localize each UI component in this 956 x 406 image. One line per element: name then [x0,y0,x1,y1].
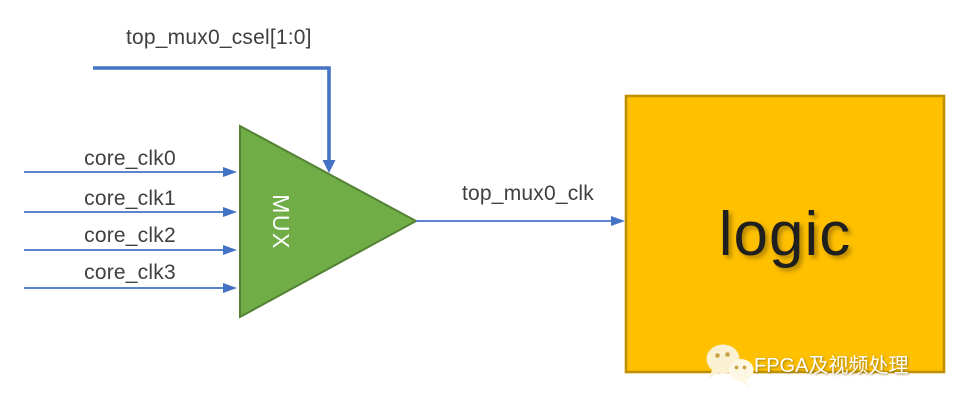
output-arrowhead-icon [611,216,625,226]
input-label-core_clk0: core_clk0 [84,147,176,170]
select-signal-wire [93,66,331,161]
mux-label: MUX [268,194,294,250]
arrowhead-icon [223,283,237,293]
output-signal-label: top_mux0_clk [462,182,594,205]
logic-block-label: logic [718,199,852,269]
arrowhead-icon [223,245,237,255]
arrowhead-icon [223,207,237,217]
input-wires [24,171,224,289]
logic-block[interactable] [624,94,946,374]
mux-triangle[interactable] [239,124,419,319]
select-arrowhead-icon [322,160,336,173]
watermark: FPGA及视频处理 [700,338,908,388]
input-label-core_clk1: core_clk1 [84,187,176,210]
watermark-text: FPGA及视频处理 [754,355,909,377]
input-label-core_clk2: core_clk2 [84,224,176,247]
input-arrowheads [223,167,237,293]
arrowhead-icon [223,167,237,177]
select-signal-label: top_mux0_csel[1:0] [126,26,312,49]
wechat-icon [706,344,754,387]
input-label-core_clk3: core_clk3 [84,261,176,284]
